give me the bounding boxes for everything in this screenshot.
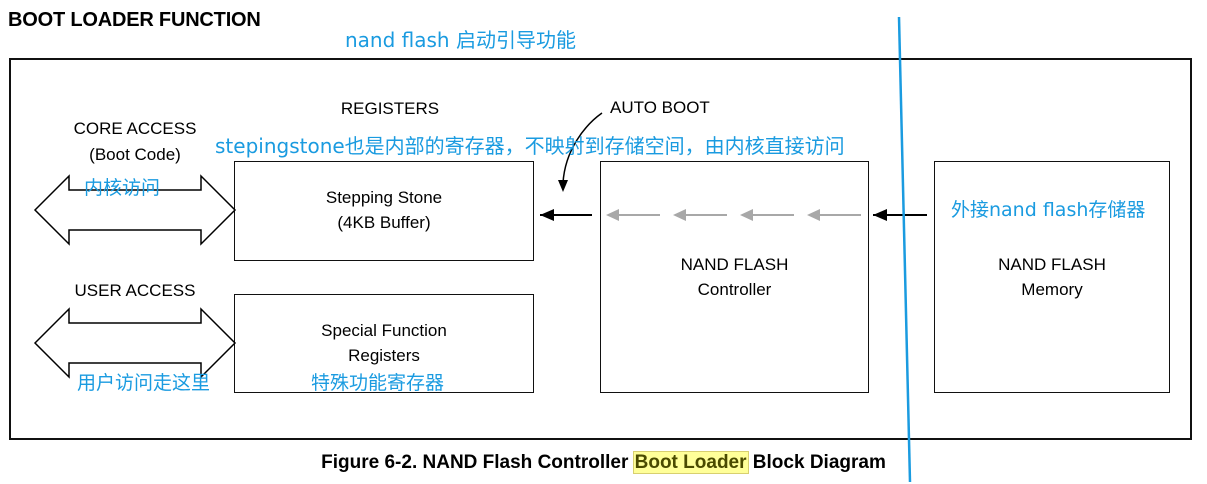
registers-label: REGISTERS xyxy=(340,99,440,118)
auto-boot-curved-arrow xyxy=(562,112,603,184)
memory-title-line2: Memory xyxy=(1021,280,1083,299)
stepping-stone-size: (4KB Buffer) xyxy=(337,213,431,232)
gray-arrow-2-head xyxy=(673,209,686,221)
title-annotation: nand flash 启动引导功能 xyxy=(345,28,576,52)
core-access-label: CORE ACCESS xyxy=(73,119,197,138)
controller-to-stepping-stone-arrowhead xyxy=(540,209,554,221)
caption-highlight: Boot Loader xyxy=(632,451,749,474)
nand-flash-controller-block: NAND FLASH Controller xyxy=(600,161,869,393)
user-access-double-arrow xyxy=(33,307,237,379)
caption-prefix: Figure 6-2. NAND Flash Controller xyxy=(321,452,634,473)
user-access-annotation: 用户访问走这里 xyxy=(77,372,211,394)
caption-suffix: Block Diagram xyxy=(747,452,886,473)
gray-arrow-4-head xyxy=(807,209,820,221)
gray-arrow-1-head xyxy=(606,209,619,221)
diagram-title: BOOT LOADER FUNCTION xyxy=(8,9,261,31)
boot-code-label: (Boot Code) xyxy=(89,145,181,164)
internal-data-flow-arrows xyxy=(606,209,861,221)
gray-arrow-3-head xyxy=(740,209,753,221)
auto-boot-label: AUTO BOOT xyxy=(610,98,710,117)
memory-to-controller-arrowhead xyxy=(873,209,887,221)
core-access-annotation: 内核访问 xyxy=(84,177,161,199)
stepping-stone-block: Stepping Stone (4KB Buffer) xyxy=(234,161,534,261)
outer-frame xyxy=(9,58,1192,440)
annotation-divider-line xyxy=(897,16,912,483)
stepping-stone-annotation: stepingstone也是内部的寄存器，不映射到存储空间，由内核直接访问 xyxy=(215,134,845,158)
auto-boot-arrowhead xyxy=(558,180,568,192)
figure-caption: Figure 6-2. NAND Flash Controller Boot L… xyxy=(0,451,1207,474)
sfr-title-line1: Special Function xyxy=(321,321,447,340)
controller-title-line1: NAND FLASH xyxy=(680,255,789,274)
nand-flash-memory-block: NAND FLASH Memory xyxy=(934,161,1170,393)
memory-title-line1: NAND FLASH xyxy=(998,255,1106,274)
memory-annotation: 外接nand flash存储器 xyxy=(951,199,1146,221)
user-access-label: USER ACCESS xyxy=(74,281,196,300)
controller-title-line2: Controller xyxy=(697,280,772,299)
stepping-stone-title: Stepping Stone xyxy=(325,188,443,207)
sfr-title-line2: Registers xyxy=(348,346,420,365)
core-access-double-arrow xyxy=(33,174,237,246)
sfr-annotation: 特殊功能寄存器 xyxy=(311,372,445,394)
